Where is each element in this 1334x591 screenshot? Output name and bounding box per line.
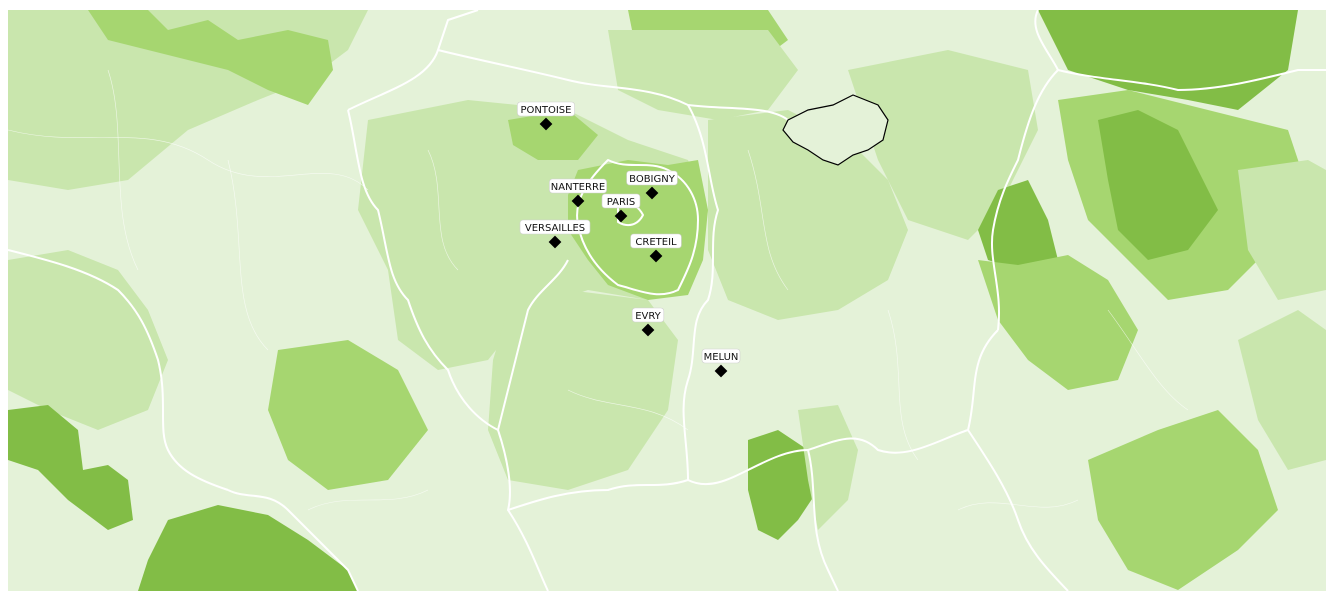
city-label-background	[701, 348, 741, 364]
region-s-center-light[interactable]	[488, 290, 678, 490]
region-e-center-light[interactable]	[708, 110, 908, 320]
city-label-background	[549, 178, 607, 194]
city-label: NANTERRE	[551, 182, 605, 193]
region-n-light[interactable]	[608, 30, 798, 120]
city-label: CRETEIL	[635, 237, 677, 248]
map-canvas[interactable]: PONTOISE NANTERRE BOBIGNY PARIS VERSAILLES CR…	[8, 10, 1326, 591]
region-fills	[8, 10, 1326, 591]
region-e-dark[interactable]	[1098, 110, 1218, 260]
region-e-dark-2[interactable]	[978, 180, 1058, 270]
highlighted-commune[interactable]	[782, 94, 889, 166]
city-label: BOBIGNY	[629, 174, 676, 185]
city-label-background	[601, 193, 641, 209]
city-label-background	[517, 101, 575, 117]
region-nw-medium[interactable]	[88, 10, 333, 105]
city-label: EVRY	[635, 311, 661, 322]
region-w-light[interactable]	[8, 250, 168, 430]
city-label-background	[631, 307, 665, 323]
choropleth-map[interactable]: PONTOISE NANTERRE BOBIGNY PARIS VERSAILLES CR…	[8, 10, 1326, 591]
region-e-medium-2[interactable]	[978, 255, 1138, 390]
city-label: PONTOISE	[521, 105, 572, 116]
commune-boundaries	[8, 69, 1189, 511]
region-far-e-light[interactable]	[1238, 160, 1326, 300]
city-nanterre[interactable]: NANTERRE	[549, 178, 607, 208]
department-boundaries	[8, 10, 1326, 591]
city-label: VERSAILLES	[525, 223, 585, 234]
city-label-background	[626, 170, 678, 186]
region-pontoise-medium[interactable]	[508, 110, 598, 160]
region-sw-dark[interactable]	[8, 405, 133, 530]
city-label-background	[519, 219, 591, 235]
region-sw-medium[interactable]	[268, 340, 428, 490]
city-label-background	[630, 233, 682, 249]
city-label: MELUN	[704, 352, 739, 363]
region-s-dark[interactable]	[138, 505, 358, 591]
region-se-medium[interactable]	[1088, 410, 1278, 590]
city-creteil[interactable]: CRETEIL	[630, 233, 682, 263]
region-s-dark-2[interactable]	[748, 430, 818, 540]
region-ne-light[interactable]	[848, 50, 1038, 240]
city-label: PARIS	[607, 197, 635, 208]
region-se-light[interactable]	[1238, 310, 1326, 470]
